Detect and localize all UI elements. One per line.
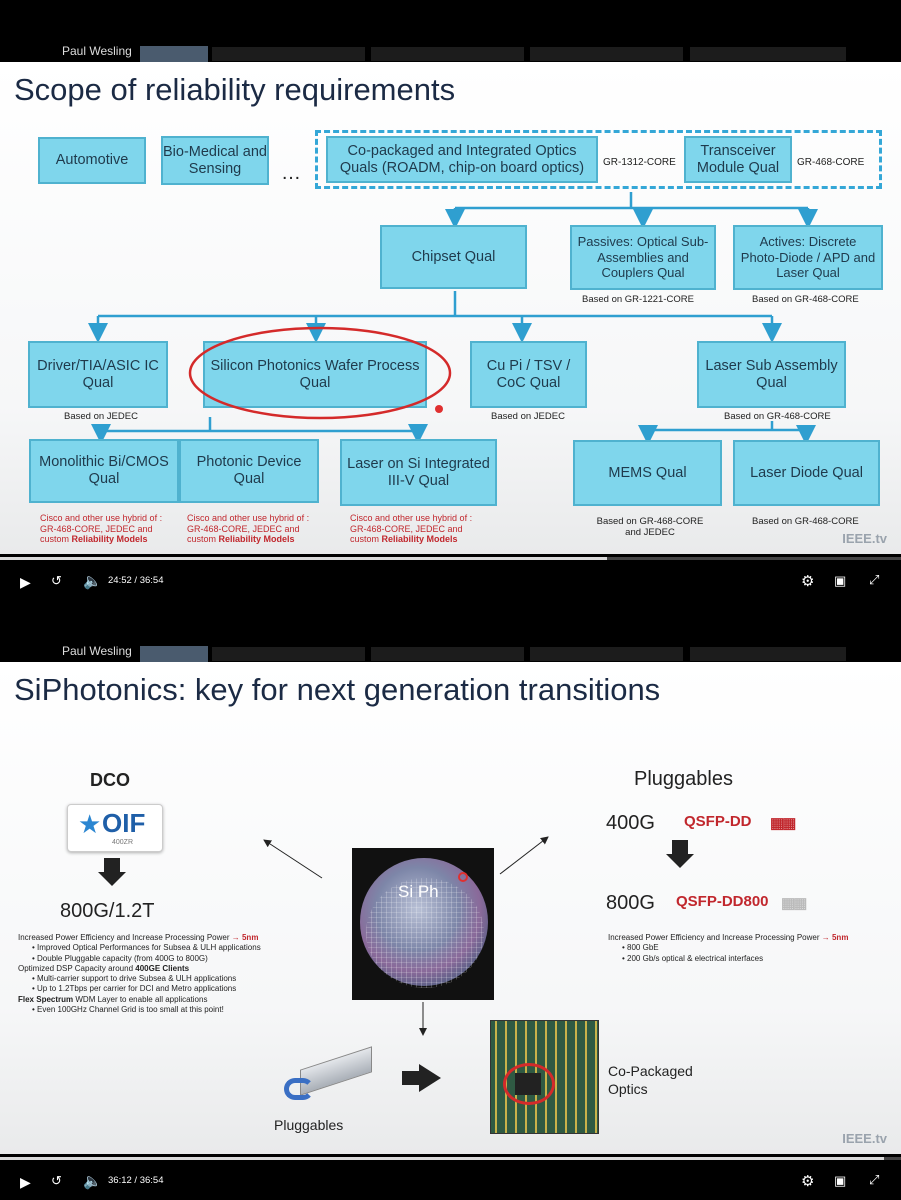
slide-title: SiPhotonics: key for next generation tra… [14,672,661,707]
player-controls: ▶ ↺ 🔈 24:52 / 36:54 ⚙ ▣ ⤢ [0,557,901,603]
integrated-optics-group [315,130,882,189]
dco-bullets: Increased Power Efficiency and Increase … [18,933,261,1015]
qsfp-grid-icon: ▦▦ [781,895,807,912]
video-player-2: Paul Wesling SiPhotonics: key for next g… [0,600,901,1200]
ieee-tv-watermark: IEEE.tv [842,1131,887,1146]
dco-label: DCO [90,770,130,790]
hybrid-note: Cisco and other use hybrid of : GR-468-C… [40,513,163,544]
fullscreen-icon[interactable]: ⤢ [869,1172,880,1187]
speaker-thumbnail-strip: Paul Wesling [0,0,901,62]
qsfp-dd800-logo: QSFP-DD800 [676,893,769,910]
pluggables-bullets: Increased Power Efficiency and Increase … [608,933,849,963]
progress-fill [0,1157,884,1160]
video-thumbnail [371,647,524,661]
chipset-qual-box: Chipset Qual [380,225,527,289]
gr1312-label: GR-1312-CORE [603,157,676,168]
video-thumbnail [690,647,846,661]
player-controls: ▶ ↺ 🔈 36:12 / 36:54 ⚙ ▣ ⤢ [0,1157,901,1200]
speaker-name: Paul Wesling [62,44,132,58]
biomedical-box: Bio-Medical and Sensing [161,136,269,185]
copackaged-board-image [490,1020,599,1134]
miniplayer-icon[interactable]: ▣ [834,573,847,588]
pluggable-module-image [282,1046,374,1108]
actives-note: Based on GR-468-CORE [752,294,859,305]
volume-icon[interactable]: 🔈 [83,573,102,590]
connector-arrows [263,836,549,1036]
monolithic-box: Monolithic Bi/CMOS Qual [29,439,179,503]
pluggables-heading: Pluggables [634,768,733,790]
oif-logo: ★ OIF 400ZR [67,804,163,852]
laser-sub-note: Based on GR-468-CORE [724,411,831,422]
time-display: 36:12 / 36:54 [108,1175,164,1186]
mems-box: MEMS Qual [573,440,722,506]
video-thumbnail [530,647,683,661]
copackaged-optics-box: Co-packaged and Integrated Optics Quals … [326,136,598,183]
video-thumbnail [371,47,524,61]
highlight-circle [188,326,452,420]
qsfp-grid-icon: ▦▦ [770,815,796,832]
speed-800g: 800G [606,892,655,914]
driver-note: Based on JEDEC [64,411,138,422]
speaker-video-thumbnail [140,646,208,662]
video-thumbnail [212,647,365,661]
time-display: 24:52 / 36:54 [108,575,164,586]
laser-diode-box: Laser Diode Qual [733,440,880,506]
down-arrow-icon [98,858,126,886]
down-arrow-icon [666,840,694,868]
speaker-video-thumbnail [140,46,208,62]
progress-bar[interactable] [0,557,901,560]
passives-note: Based on GR-1221-CORE [582,294,694,305]
progress-bar[interactable] [0,1157,901,1160]
laser-diode-note: Based on GR-468-CORE [752,516,859,527]
slide-siphotonics: SiPhotonics: key for next generation tra… [0,662,901,1154]
video-thumbnail [212,47,365,61]
mems-note: Based on GR-468-CORE and JEDEC [596,516,704,538]
laser-on-si-box: Laser on Si Integrated III-V Qual [340,439,497,506]
siph-label: Si Ph [398,882,439,901]
hybrid-note: Cisco and other use hybrid of : GR-468-C… [350,513,473,544]
gr468-label: GR-468-CORE [797,157,865,168]
speed-400g: 400G [606,812,655,834]
rewind-10-icon[interactable]: ↺ [51,1173,62,1188]
hybrid-note: Cisco and other use hybrid of : GR-468-C… [187,513,310,544]
slide-reliability-scope: Scope of reliability requirements [0,62,901,554]
video-thumbnail [690,47,846,61]
fullscreen-icon[interactable]: ⤢ [869,572,880,587]
qsfp-dd-logo: QSFP-DD [684,813,752,830]
transceiver-box: Transceiver Module Qual [684,136,792,183]
star-icon: ★ [78,809,102,839]
settings-gear-icon[interactable]: ⚙ [801,1173,815,1190]
play-icon[interactable]: ▶ [20,1174,31,1190]
photonic-device-box: Photonic Device Qual [179,439,319,503]
cupi-note: Based on JEDEC [491,411,565,422]
speaker-thumbnail-strip: Paul Wesling [0,600,901,662]
play-icon[interactable]: ▶ [20,574,31,590]
more-ellipsis: … [281,162,301,184]
silicon-wafer-image: Si Ph [352,848,494,1000]
copackaged-caption: Co-Packaged Optics [608,1063,693,1097]
speaker-name: Paul Wesling [62,644,132,658]
driver-ic-box: Driver/TIA/ASIC IC Qual [28,341,168,408]
actives-box: Actives: Discrete Photo-Diode / APD and … [733,225,883,290]
progress-fill [0,557,608,560]
video-thumbnail [530,47,683,61]
laser-sub-assembly-box: Laser Sub Assembly Qual [697,341,846,408]
dco-speed: 800G/1.2T [60,900,155,922]
miniplayer-icon[interactable]: ▣ [834,1173,847,1188]
ieee-tv-watermark: IEEE.tv [842,531,887,546]
slide-title: Scope of reliability requirements [14,72,456,107]
connector-lines [88,192,818,445]
pluggables-caption: Pluggables [274,1117,344,1133]
volume-icon[interactable]: 🔈 [83,1173,102,1190]
rewind-10-icon[interactable]: ↺ [51,573,62,588]
automotive-box: Automotive [38,137,146,184]
passives-box: Passives: Optical Sub-Assemblies and Cou… [570,225,716,290]
silicon-photonics-box: Silicon Photonics Wafer Process Qual [203,341,427,408]
video-player-1: Paul Wesling Scope of reliability requir… [0,0,901,603]
settings-gear-icon[interactable]: ⚙ [801,573,815,590]
cupi-tsv-box: Cu Pi / TSV / CoC Qual [470,341,587,408]
